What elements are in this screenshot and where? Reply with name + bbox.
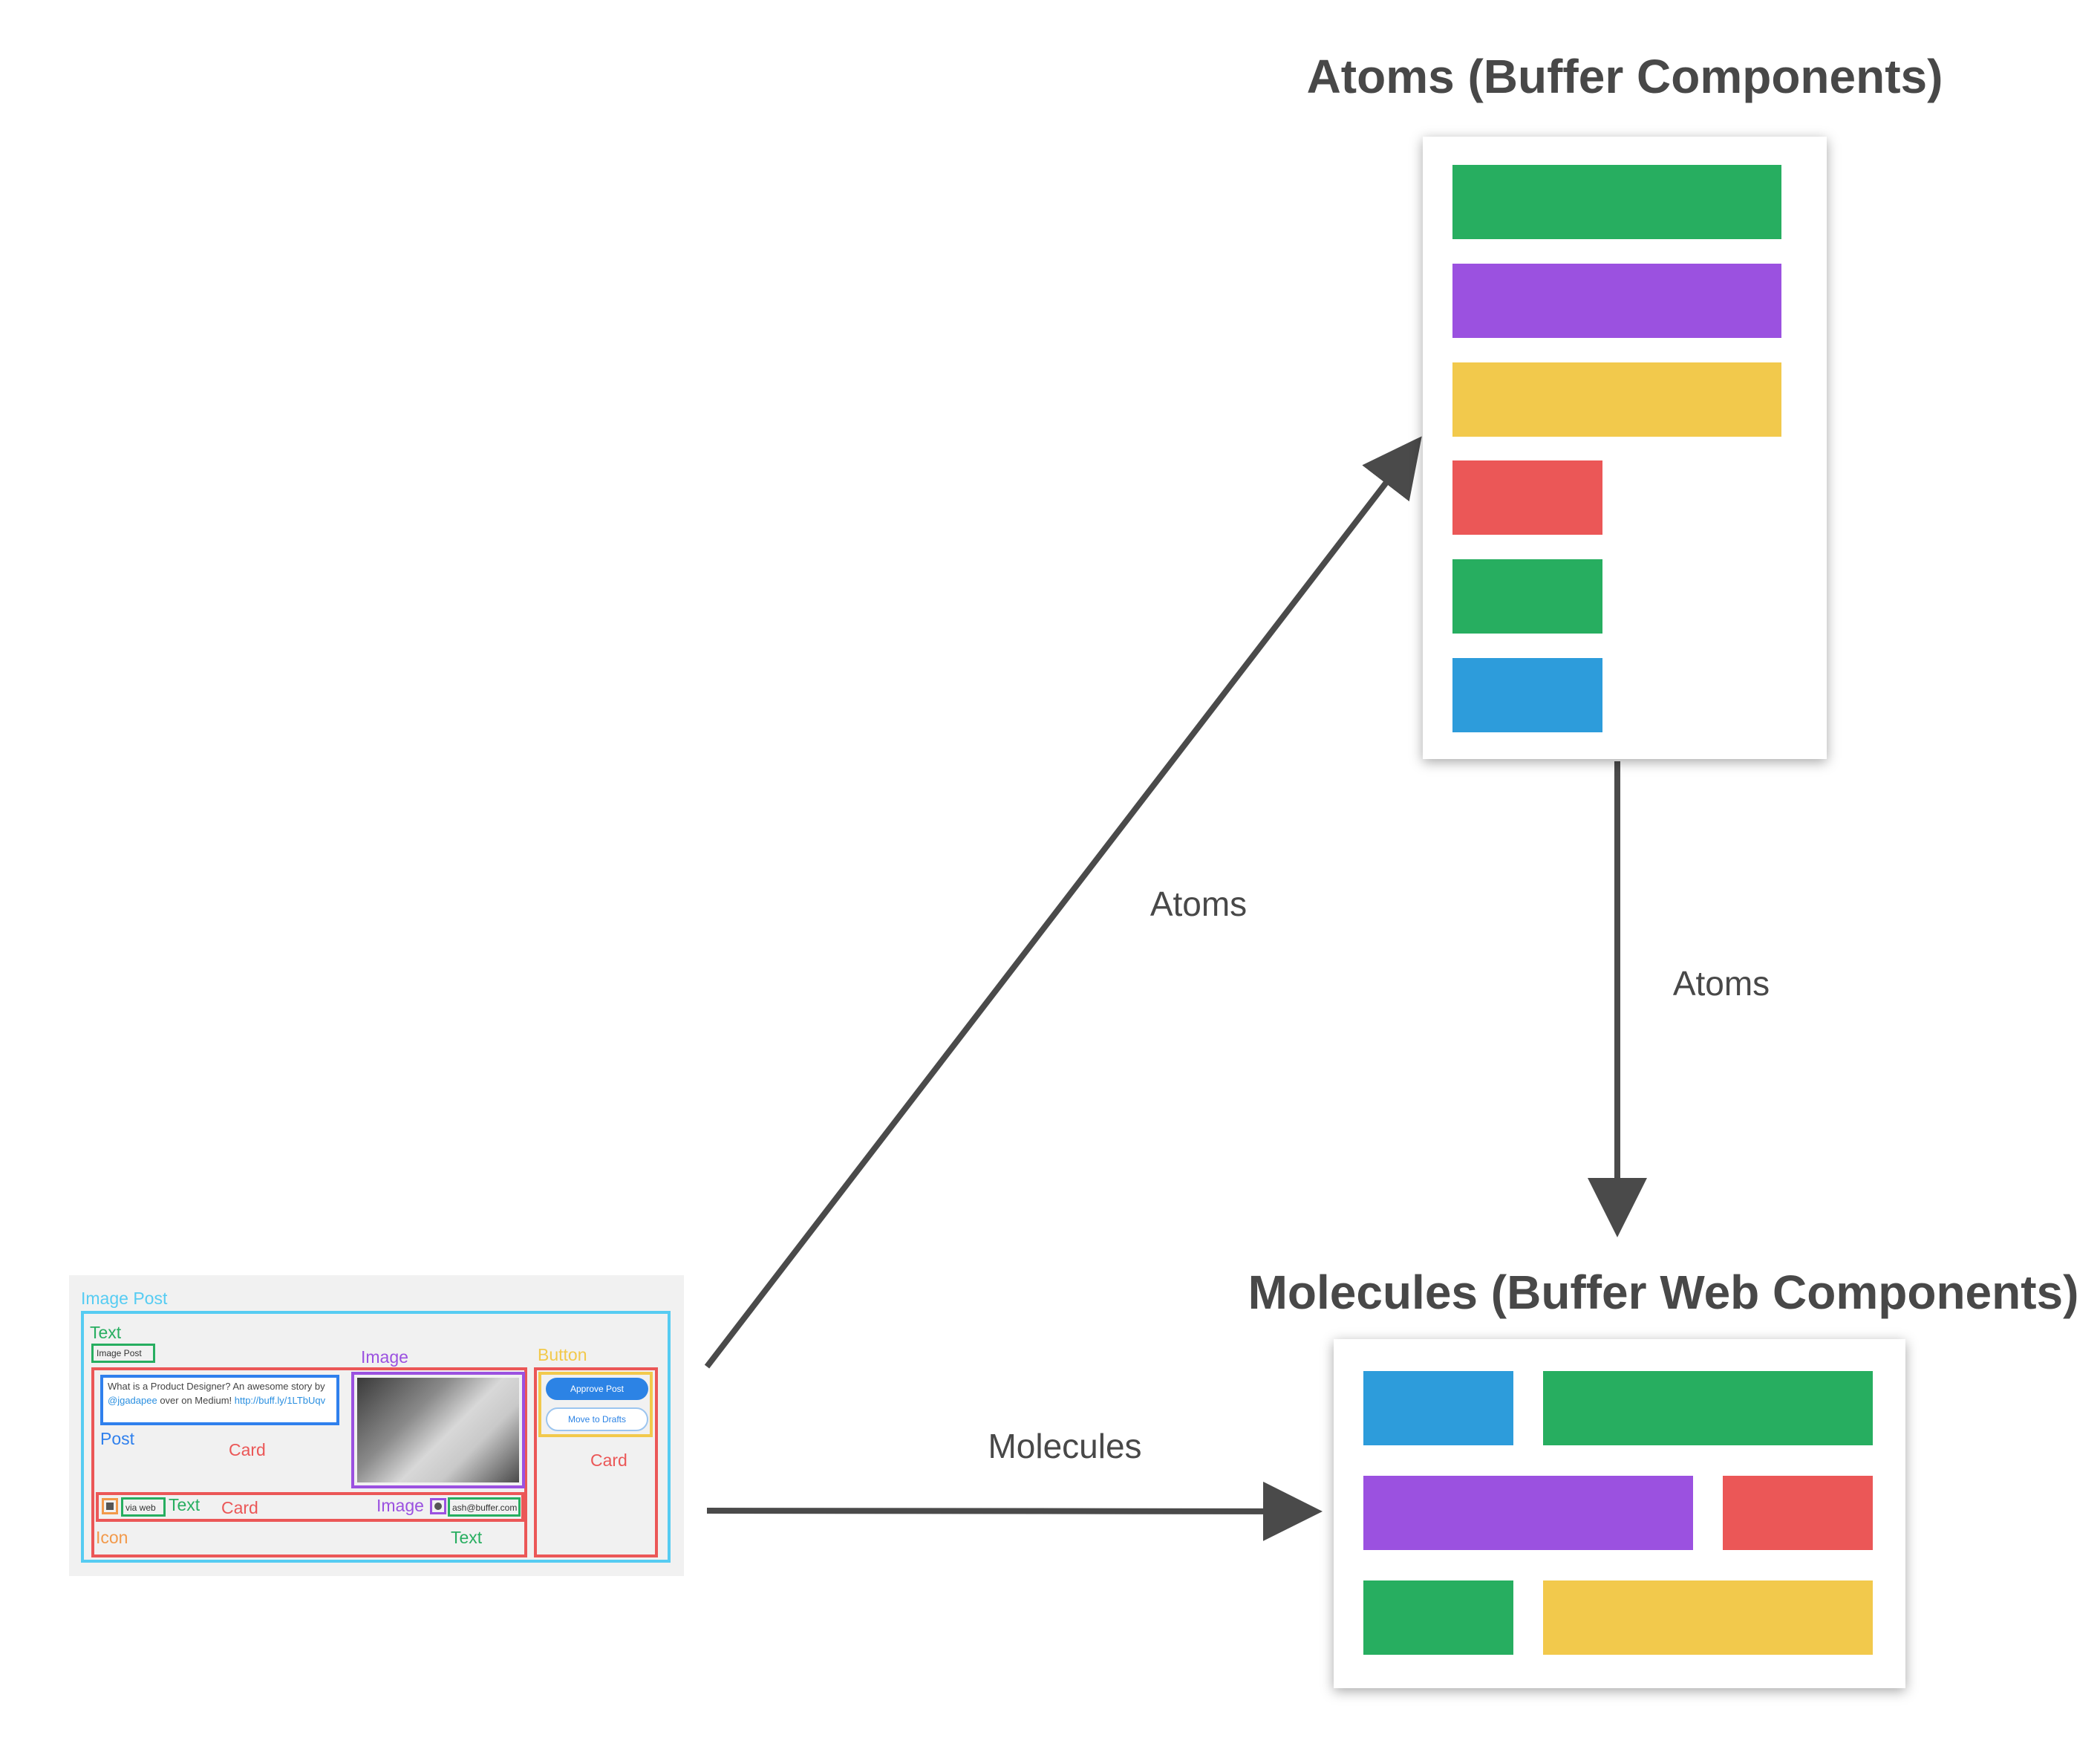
label-card-right: Card <box>590 1451 627 1470</box>
label-card-main: Card <box>229 1440 266 1459</box>
molecule-block-green-short <box>1363 1580 1513 1655</box>
molecule-block-red <box>1723 1476 1873 1550</box>
label-post: Post <box>100 1429 135 1448</box>
annotation-post-text: What is a Product Designer? An awesome s… <box>100 1375 339 1425</box>
edge-label-mockup-to-atoms: Atoms <box>1150 885 1248 923</box>
atom-bar-green-short <box>1452 559 1602 634</box>
atom-bar-purple-wide <box>1452 264 1781 338</box>
post-photo <box>357 1378 519 1482</box>
edge-label-atoms-to-molecules: Atoms <box>1672 964 1770 1003</box>
label-card-bottom: Card <box>221 1498 258 1517</box>
annotation-avatar <box>430 1498 446 1514</box>
annotation-icon <box>102 1498 118 1514</box>
molecule-block-green-wide <box>1543 1371 1873 1445</box>
label-image-top: Image <box>361 1347 408 1367</box>
label-image-post: Image Post <box>81 1289 168 1308</box>
atom-bar-yellow-wide <box>1452 362 1781 437</box>
annotation-card-main <box>91 1367 527 1557</box>
molecules-panel-title: Molecules (Buffer Web Components) <box>1248 1266 2079 1319</box>
label-text-bottom: Text <box>169 1495 200 1514</box>
molecule-block-purple-wide <box>1363 1476 1693 1550</box>
molecule-block-blue <box>1363 1371 1513 1445</box>
photo-icon <box>106 1503 114 1510</box>
annotation-buttons: Approve Post Move to Drafts <box>538 1372 653 1437</box>
annotation-email-text: ash@buffer.com <box>448 1497 521 1517</box>
annotation-via-text: via web <box>121 1497 166 1517</box>
annotation-image <box>351 1372 525 1488</box>
atoms-panel <box>1423 137 1827 759</box>
atom-bar-green-wide <box>1452 165 1781 239</box>
molecule-block-yellow-wide <box>1543 1580 1873 1655</box>
atoms-panel-title: Atoms (Buffer Components) <box>1306 50 1943 103</box>
post-body-text: What is a Product Designer? An awesome s… <box>108 1381 326 1406</box>
annotation-card-bottom <box>96 1492 524 1522</box>
label-icon: Icon <box>96 1528 128 1547</box>
approve-post-button[interactable]: Approve Post <box>546 1378 648 1400</box>
edge-label-mockup-to-molecules: Molecules <box>988 1427 1142 1465</box>
email-label: ash@buffer.com <box>452 1503 518 1513</box>
move-to-drafts-button[interactable]: Move to Drafts <box>546 1407 648 1431</box>
arrow-mockup-to-atoms <box>704 436 1422 1369</box>
label-button: Button <box>538 1345 587 1364</box>
annotation-text-chip: Image Post <box>91 1344 155 1363</box>
annotation-image-post <box>81 1311 671 1563</box>
annotation-card-right <box>534 1367 658 1557</box>
label-text-top: Text <box>90 1323 122 1342</box>
label-text-footer: Text <box>451 1528 483 1547</box>
molecules-panel <box>1334 1339 1905 1688</box>
atom-bar-blue-short <box>1452 658 1602 732</box>
atom-bar-red-short <box>1452 460 1602 535</box>
image-post-mockup: Image Post Text Image Post Image Button … <box>69 1275 684 1576</box>
avatar-icon <box>434 1503 442 1510</box>
image-post-chip-label: Image Post <box>97 1348 142 1358</box>
via-web-label: via web <box>125 1503 156 1513</box>
label-image-bottom: Image <box>376 1496 424 1515</box>
